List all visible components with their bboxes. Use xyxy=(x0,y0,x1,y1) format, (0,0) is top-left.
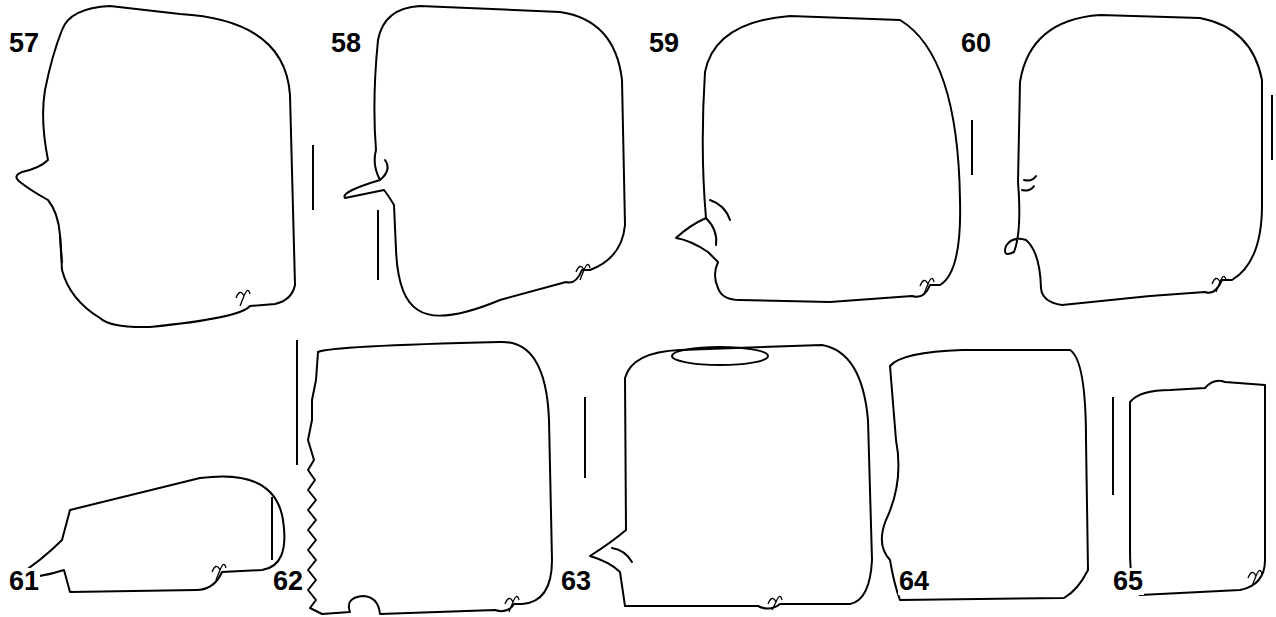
figure-number: 62 xyxy=(272,568,304,595)
sclerite-outline xyxy=(676,16,960,302)
sting-mark xyxy=(212,264,1262,612)
sclerite-outline xyxy=(590,345,872,609)
figure-number: 60 xyxy=(960,30,992,57)
figure-number: 58 xyxy=(330,30,362,57)
figure-number: 64 xyxy=(898,568,930,595)
sclerite-outline xyxy=(318,342,552,614)
sclerite-outline xyxy=(16,6,295,327)
sclerite-outline xyxy=(1130,381,1265,595)
figure-number: 59 xyxy=(648,30,680,57)
figure-number: 57 xyxy=(8,30,40,57)
sclerite-outline xyxy=(14,476,284,592)
scale-bar xyxy=(272,95,1272,560)
figure-number: 65 xyxy=(1112,568,1144,595)
sclerite-outline xyxy=(1005,15,1262,305)
sclerite-outline xyxy=(882,350,1088,600)
sclerite-outline xyxy=(344,6,625,316)
figure-number: 63 xyxy=(560,568,592,595)
figure-number: 61 xyxy=(8,568,40,595)
